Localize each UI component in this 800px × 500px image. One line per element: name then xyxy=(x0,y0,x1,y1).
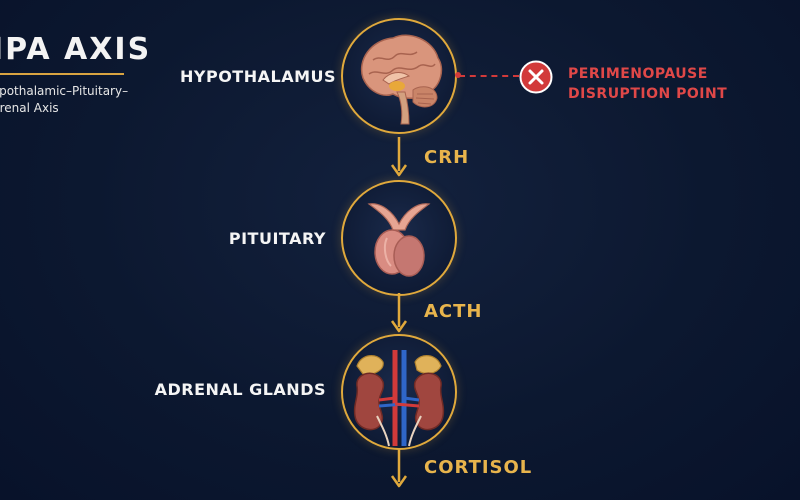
subtitle-line-2: drenal Axis xyxy=(0,101,59,115)
hormone-crh: CRH xyxy=(424,147,470,168)
disruption-connector-line xyxy=(459,75,519,77)
subtitle-line-1: ypothalamic–Pituitary– xyxy=(0,84,129,98)
disruption-connector-dot xyxy=(455,72,461,78)
node-label-adrenal-glands: ADRENAL GLANDS xyxy=(154,380,326,399)
node-label-hypothalamus: HYPOTHALAMUS xyxy=(180,67,337,86)
arrow-down-icon xyxy=(390,137,408,177)
disruption-label-line-2: DISRUPTION POINT xyxy=(568,86,728,102)
pituitary-node xyxy=(341,180,457,296)
adrenal-kidneys-icon xyxy=(353,350,445,447)
diagram-title: IPA AXIS xyxy=(0,32,152,67)
hormone-cortisol: CORTISOL xyxy=(424,457,533,478)
x-icon xyxy=(519,60,553,94)
node-label-pituitary: PITUITARY xyxy=(228,229,326,248)
brain-icon xyxy=(360,34,443,125)
adrenal-glands-node xyxy=(341,334,457,450)
arrow-down-icon xyxy=(390,293,408,333)
hormone-acth: ACTH xyxy=(424,301,483,322)
pituitary-gland-icon xyxy=(367,203,431,277)
hypothalamus-node xyxy=(341,18,457,134)
title-underline xyxy=(0,73,124,75)
arrow-down-icon xyxy=(390,448,408,488)
disruption-label-line-1: PERIMENOPAUSE xyxy=(568,66,708,82)
